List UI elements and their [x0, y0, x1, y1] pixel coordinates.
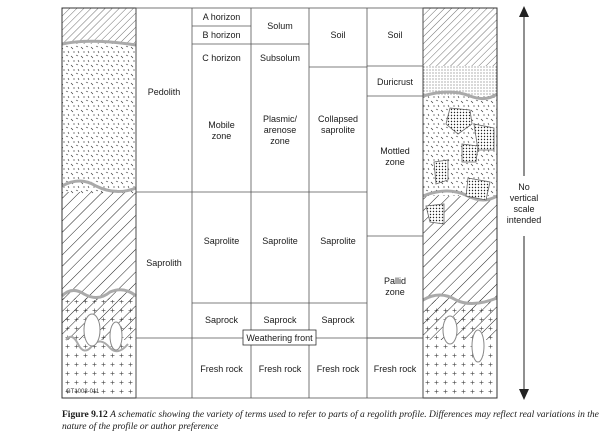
- label-fresh-rock-col3: Fresh rock: [259, 364, 302, 374]
- figure-label: Figure 9.12: [62, 410, 108, 420]
- label-saprolite-col2: Saprolite: [204, 236, 240, 246]
- label-a-horizon: A horizon: [203, 12, 241, 22]
- vertical-scale-arrow: [519, 6, 529, 400]
- label-saprock-col3: Saprock: [263, 315, 297, 325]
- label-pedolith: Pedolith: [148, 87, 181, 97]
- weathering-front-label: Weathering front: [246, 333, 313, 343]
- label-saprolite-col4: Saprolite: [320, 236, 356, 246]
- label-c-horizon: C horizon: [202, 53, 241, 63]
- label-soil-col4: Soil: [330, 30, 345, 40]
- label-duricrust: Duricrust: [377, 77, 414, 87]
- figure-caption-text: A schematic showing the variety of terms…: [62, 410, 599, 432]
- label-fresh-rock-col2: Fresh rock: [200, 364, 243, 374]
- label-fresh-rock-col4: Fresh rock: [317, 364, 360, 374]
- label-saprolith: Saprolith: [146, 258, 182, 268]
- figure-caption: Figure 9.12 A schematic showing the vari…: [62, 409, 602, 433]
- regolith-diagram: Weathering front Pedolith Saprolith A ho…: [0, 0, 609, 405]
- label-soil-col5: Soil: [387, 30, 402, 40]
- label-solum: Solum: [267, 21, 293, 31]
- label-saprock-col2: Saprock: [205, 315, 239, 325]
- label-fresh-rock-col5: Fresh rock: [374, 364, 417, 374]
- right-profile-strip: [423, 8, 497, 398]
- label-saprolite-col3: Saprolite: [262, 236, 298, 246]
- label-saprock-col4: Saprock: [321, 315, 355, 325]
- label-b-horizon: B horizon: [202, 30, 240, 40]
- weathering-front: Weathering front: [243, 330, 316, 345]
- figure-code: GT1002-011: [66, 389, 100, 395]
- left-profile-strip: [62, 8, 136, 398]
- label-subsolum: Subsolum: [260, 53, 300, 63]
